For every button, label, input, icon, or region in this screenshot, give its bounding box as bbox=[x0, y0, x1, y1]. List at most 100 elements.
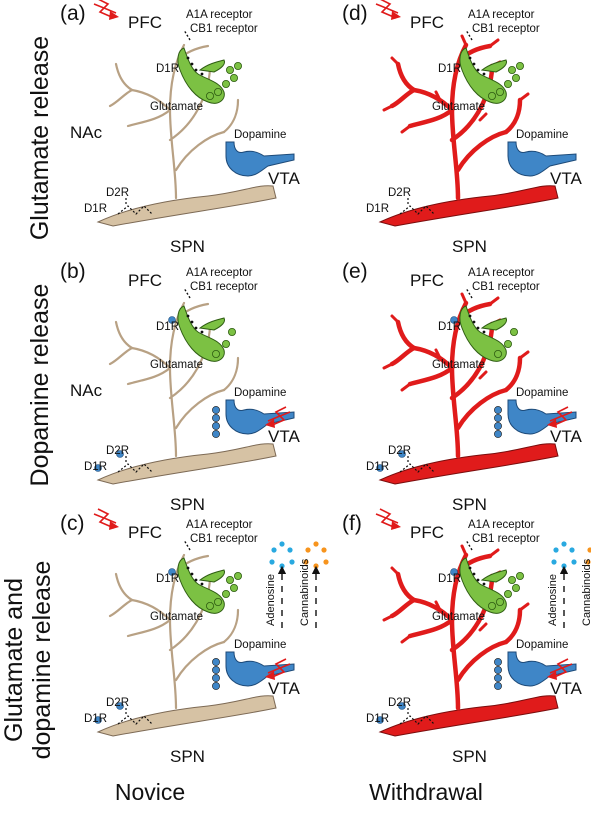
stimulus-arrow-icon bbox=[93, 0, 119, 20]
receptors bbox=[94, 316, 176, 473]
pfc-label: PFC bbox=[128, 523, 162, 542]
spn-label: SPN bbox=[170, 237, 205, 256]
a1a-receptor-label: A1A receptor bbox=[186, 267, 253, 279]
cb1-receptor-label: CB1 receptor bbox=[190, 23, 258, 35]
d1r-top-label: D1R bbox=[438, 573, 461, 585]
dopamine-neuron bbox=[225, 651, 295, 687]
vesicle bbox=[212, 658, 220, 666]
row-label-both: Glutamate and dopamine release bbox=[0, 561, 56, 760]
pfc-label: PFC bbox=[128, 271, 162, 290]
d2r-label: D2R bbox=[106, 187, 129, 199]
stimulus-arrow-icon bbox=[547, 658, 573, 680]
glutamate-vesicles bbox=[205, 572, 242, 611]
vesicle bbox=[494, 666, 502, 674]
d2r-label: D2R bbox=[388, 697, 411, 709]
panel-letter: (f) bbox=[342, 512, 362, 535]
row-label-both-line2: dopamine release bbox=[28, 561, 56, 760]
panel-letter: (a) bbox=[60, 2, 86, 25]
cb1-receptor-label: CB1 receptor bbox=[472, 533, 540, 545]
glutamate-neuron bbox=[177, 305, 225, 362]
row-label-glutamate-text: Glutamate release bbox=[26, 36, 54, 240]
glutamate-neuron bbox=[459, 305, 507, 362]
glutamate-terminal bbox=[459, 29, 507, 104]
glutamate-neuron bbox=[177, 47, 225, 104]
spn-dendrites bbox=[108, 301, 240, 458]
dopamine-label: Dopamine bbox=[234, 639, 286, 651]
glutamate-terminal bbox=[177, 29, 225, 104]
row-label-glutamate: Glutamate release bbox=[26, 36, 54, 240]
d1r-bottom-label: D1R bbox=[366, 461, 389, 473]
cb1-receptor-label: CB1 receptor bbox=[472, 281, 540, 293]
cb1-receptor-label: CB1 receptor bbox=[190, 533, 258, 545]
dopamine-terminal bbox=[225, 651, 295, 687]
vta-label: VTA bbox=[268, 679, 300, 698]
glutamate-terminal bbox=[459, 287, 507, 362]
cb1-receptor-label: CB1 receptor bbox=[190, 281, 258, 293]
spn-soma bbox=[378, 185, 559, 227]
vesicle bbox=[494, 414, 502, 422]
vesicle bbox=[212, 414, 220, 422]
panel-letter: (d) bbox=[342, 2, 368, 25]
column-label-novice: Novice bbox=[115, 779, 185, 805]
glutamate-vesicles bbox=[493, 328, 518, 359]
dopamine-terminal bbox=[507, 399, 577, 435]
a1a-receptor-label: A1A receptor bbox=[186, 519, 253, 531]
vesicle bbox=[494, 406, 502, 414]
spn-label: SPN bbox=[452, 495, 487, 514]
stimulus-arrow-icon bbox=[547, 406, 573, 428]
vesicle bbox=[494, 422, 502, 430]
d2r-label: D2R bbox=[106, 445, 129, 457]
vta-label: VTA bbox=[550, 169, 582, 188]
vesicle bbox=[212, 430, 220, 438]
receptors bbox=[117, 196, 153, 215]
d2r-label: D2R bbox=[106, 697, 129, 709]
dopamine-vesicles bbox=[212, 406, 220, 438]
dopamine-label: Dopamine bbox=[516, 639, 568, 651]
glutamate-vesicles bbox=[205, 62, 242, 101]
dopamine-terminal bbox=[225, 399, 295, 435]
d1r-top-label: D1R bbox=[156, 573, 179, 585]
dopamine-terminal bbox=[507, 651, 577, 687]
dopamine-neuron bbox=[507, 651, 577, 687]
stimulus-arrow-icon bbox=[375, 508, 401, 530]
d1r-bottom-label: D1R bbox=[84, 461, 107, 473]
dopamine-vesicles bbox=[212, 658, 220, 690]
spn-soma bbox=[96, 695, 277, 737]
dopamine-label: Dopamine bbox=[516, 387, 568, 399]
cannabinoids-label: Cannabinoids bbox=[299, 558, 311, 626]
dopamine-neuron bbox=[507, 141, 577, 177]
spn-soma bbox=[96, 185, 277, 227]
panel-letter: (b) bbox=[60, 260, 86, 283]
glutamate-neuron bbox=[459, 47, 507, 104]
dopamine-terminal bbox=[507, 141, 577, 177]
cb1-receptor-label: CB1 receptor bbox=[472, 23, 540, 35]
adenosine-label: Adenosine bbox=[547, 574, 559, 626]
glutamate-terminal bbox=[177, 287, 225, 362]
vta-label: VTA bbox=[550, 427, 582, 446]
nac-label: NAc bbox=[70, 123, 103, 142]
d1r-bottom-label: D1R bbox=[366, 203, 389, 215]
panel-letter: (e) bbox=[342, 260, 368, 283]
stimulus-arrow-icon bbox=[265, 658, 291, 680]
vesicle bbox=[494, 682, 502, 690]
a1a-receptor-label: A1A receptor bbox=[186, 9, 253, 21]
d1r-top-label: D1R bbox=[438, 321, 461, 333]
dopamine-vesicles bbox=[494, 658, 502, 690]
glutamate-vesicles bbox=[487, 62, 524, 101]
dopamine-label: Dopamine bbox=[234, 387, 286, 399]
vta-label: VTA bbox=[268, 169, 300, 188]
glutamate-terminal bbox=[459, 539, 507, 614]
receptors bbox=[376, 316, 458, 473]
nac-label: NAc bbox=[70, 381, 103, 400]
pfc-label: PFC bbox=[410, 13, 444, 32]
vesicle bbox=[212, 406, 220, 414]
glutamate-vesicles bbox=[211, 328, 236, 359]
stimulus-arrow-icon bbox=[375, 0, 401, 20]
d1r-top-label: D1R bbox=[156, 63, 179, 75]
